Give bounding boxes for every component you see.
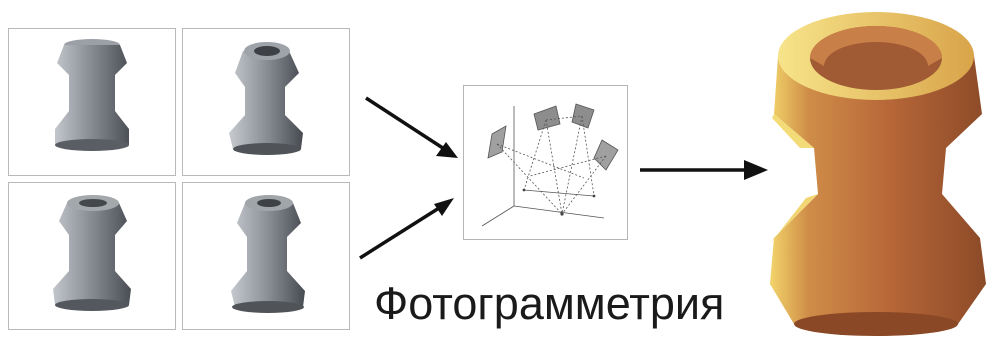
input-view-1 — [8, 28, 176, 176]
gray-3d-model-icon — [55, 39, 129, 151]
arrow-icon — [640, 160, 768, 180]
input-view-2 — [182, 28, 350, 176]
arrow-icon — [365, 96, 458, 158]
gray-3d-model-icon — [229, 42, 303, 155]
gray-3d-model-icon — [53, 195, 131, 311]
input-view-4 — [182, 182, 350, 330]
input-view-3 — [8, 182, 176, 330]
caption-photogrammetry: Фотограмметрия — [374, 278, 725, 329]
textured-3d-model-icon — [770, 12, 986, 336]
arrow-icon — [359, 198, 454, 260]
gray-3d-model-icon — [231, 195, 305, 313]
camera-geometry-diagram — [463, 85, 628, 240]
camera-geometry-diagram-icon — [481, 103, 619, 227]
